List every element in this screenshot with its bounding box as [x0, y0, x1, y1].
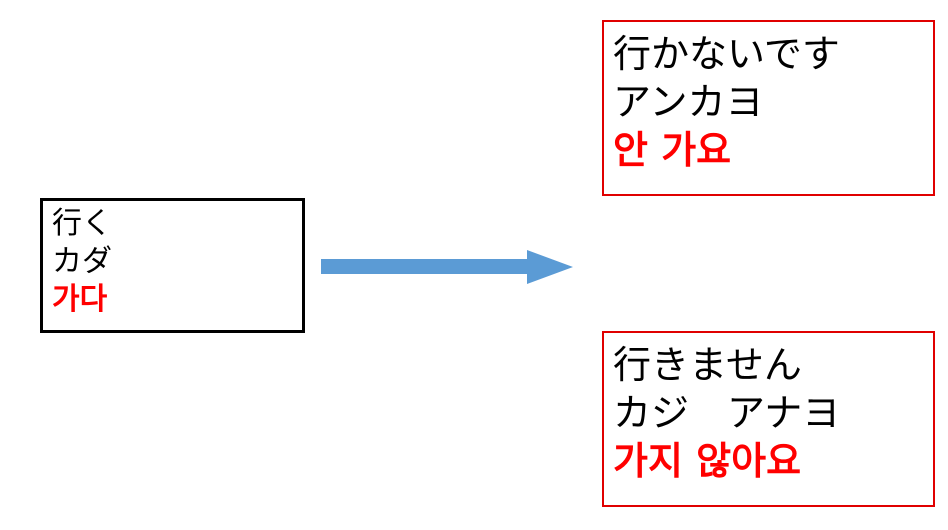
base-form-text-block: 行く カダ 가다	[43, 201, 311, 319]
negative-formal-text-block: 行きません カジ アナヨ 가지 않아요	[604, 333, 942, 485]
base-form-line-japanese: 行く	[52, 206, 112, 241]
base-form-line-korean: 가다	[52, 282, 108, 317]
arrow-right-icon	[321, 250, 573, 284]
negative-formal-line-korean: 가지 않아요	[613, 439, 802, 483]
base-form-box: 行く カダ 가다	[40, 198, 305, 333]
negative-polite-line-korean: 안 가요	[613, 128, 732, 172]
negative-polite-line-katakana: アンカヨ	[613, 80, 764, 124]
transformation-arrow	[318, 246, 578, 288]
negative-polite-box: 行かないです アンカヨ 안 가요	[602, 20, 935, 196]
negative-formal-line-katakana: カジ アナヨ	[613, 391, 841, 435]
negative-polite-text-block: 行かないです アンカヨ 안 가요	[604, 22, 942, 174]
negative-formal-box: 行きません カジ アナヨ 가지 않아요	[602, 331, 935, 507]
negative-formal-line-japanese: 行きません	[613, 343, 802, 387]
negative-polite-line-japanese: 行かないです	[613, 32, 840, 76]
base-form-line-katakana: カダ	[52, 244, 112, 279]
